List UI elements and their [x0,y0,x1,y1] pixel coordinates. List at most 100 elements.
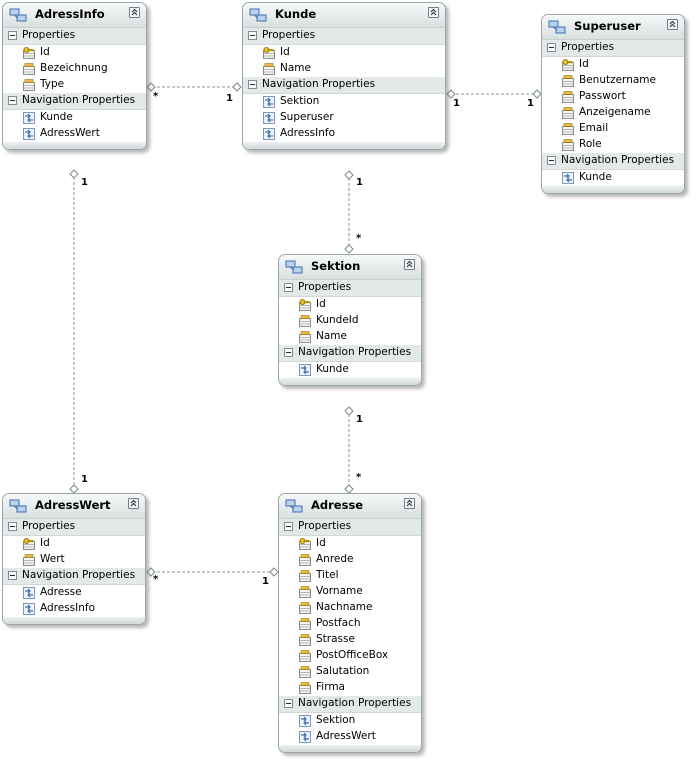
property-row[interactable]: Id [3,536,145,552]
property-row[interactable]: Id [3,45,146,61]
property-name: Id [280,46,290,58]
property-row[interactable]: Passwort [542,89,684,105]
property-row[interactable]: Postfach [279,616,421,632]
navigation-section-header[interactable]: Navigation Properties [3,568,145,585]
entity-footer [542,186,684,193]
property-row[interactable]: Id [279,297,421,313]
property-row[interactable]: Id [243,45,445,61]
section-label: Properties [298,281,352,293]
navigation-section-header[interactable]: Navigation Properties [243,77,445,94]
property-row[interactable]: Name [243,61,445,77]
multiplicity-label: 1 [356,177,363,188]
collapse-chevron-icon[interactable] [404,259,415,270]
properties-section-header[interactable]: Properties [279,280,421,297]
collapse-minus-icon[interactable] [8,31,17,40]
property-row[interactable]: Id [542,57,684,73]
property-row[interactable]: Titel [279,568,421,584]
property-icon [263,63,275,75]
navigation-row[interactable]: Sektion [243,94,445,110]
multiplicity-label: * [356,472,362,483]
navigation-row[interactable]: Sektion [279,713,421,729]
navigation-row[interactable]: Kunde [279,362,421,378]
property-row[interactable]: Name [279,329,421,345]
collapse-minus-icon[interactable] [248,80,257,89]
collapse-minus-icon[interactable] [284,699,293,708]
collapse-chevron-icon[interactable] [404,498,415,509]
navigation-row[interactable]: AdressWert [279,729,421,745]
navigation-name: Superuser [280,111,334,123]
property-row[interactable]: Role [542,137,684,153]
navigation-row[interactable]: AdressWert [3,126,146,142]
navigation-row[interactable]: AdressInfo [243,126,445,142]
entity-header[interactable]: Sektion [279,255,421,280]
property-icon [299,554,311,566]
properties-section-header[interactable]: Properties [3,28,146,45]
navigation-row[interactable]: Kunde [3,110,146,126]
property-row[interactable]: Firma [279,680,421,696]
entity-title: AdressWert [35,498,111,512]
properties-section-header[interactable]: Properties [279,519,421,536]
collapse-minus-icon[interactable] [547,43,556,52]
property-row[interactable]: PostOfficeBox [279,648,421,664]
properties-section-header[interactable]: Properties [542,40,684,57]
property-row[interactable]: KundeId [279,313,421,329]
collapse-chevron-icon[interactable] [667,19,678,30]
property-row[interactable]: Nachname [279,600,421,616]
entity-header[interactable]: AdressInfo [3,3,146,28]
collapse-minus-icon[interactable] [284,283,293,292]
collapse-minus-icon[interactable] [8,522,17,531]
navigation-section-header[interactable]: Navigation Properties [542,153,684,170]
property-row[interactable]: Anzeigename [542,105,684,121]
property-name: Id [40,537,50,549]
entity-header[interactable]: AdressWert [3,494,145,519]
entity-type-icon [285,499,303,513]
property-row[interactable]: Email [542,121,684,137]
entity-header[interactable]: Adresse [279,494,421,519]
property-row[interactable]: Salutation [279,664,421,680]
navigation-row[interactable]: AdressInfo [3,601,145,617]
navigation-row[interactable]: Superuser [243,110,445,126]
navigation-row[interactable]: Adresse [3,585,145,601]
properties-section-header[interactable]: Properties [3,519,145,536]
connector-end-diamond [69,484,79,494]
navigation-section-header[interactable]: Navigation Properties [279,345,421,362]
entity-type-icon [285,260,303,274]
key-property-icon [23,47,35,59]
entity-header[interactable]: Superuser [542,15,684,40]
navigation-section-header[interactable]: Navigation Properties [279,696,421,713]
navigation-property-icon [263,112,275,124]
property-row[interactable]: Type [3,77,146,93]
key-property-icon [23,538,35,550]
collapse-chevron-icon[interactable] [129,7,140,18]
navigation-section-header[interactable]: Navigation Properties [3,93,146,110]
navigation-row[interactable]: Kunde [542,170,684,186]
property-row[interactable]: Id [279,536,421,552]
entity-footer [3,617,145,624]
property-name: KundeId [316,314,359,326]
property-row[interactable]: Anrede [279,552,421,568]
collapse-minus-icon[interactable] [284,522,293,531]
collapse-minus-icon[interactable] [8,96,17,105]
property-row[interactable]: Wert [3,552,145,568]
property-row[interactable]: Benutzername [542,73,684,89]
key-property-icon [299,538,311,550]
property-row[interactable]: Strasse [279,632,421,648]
property-name: Name [316,330,347,342]
collapse-chevron-icon[interactable] [428,7,439,18]
entity-header[interactable]: Kunde [243,3,445,28]
property-row[interactable]: Vorname [279,584,421,600]
properties-section-header[interactable]: Properties [243,28,445,45]
collapse-chevron-icon[interactable] [128,498,139,509]
collapse-minus-icon[interactable] [8,571,17,580]
collapse-minus-icon[interactable] [547,156,556,165]
collapse-minus-icon[interactable] [248,31,257,40]
collapse-minus-icon[interactable] [284,348,293,357]
property-row[interactable]: Bezeichnung [3,61,146,77]
